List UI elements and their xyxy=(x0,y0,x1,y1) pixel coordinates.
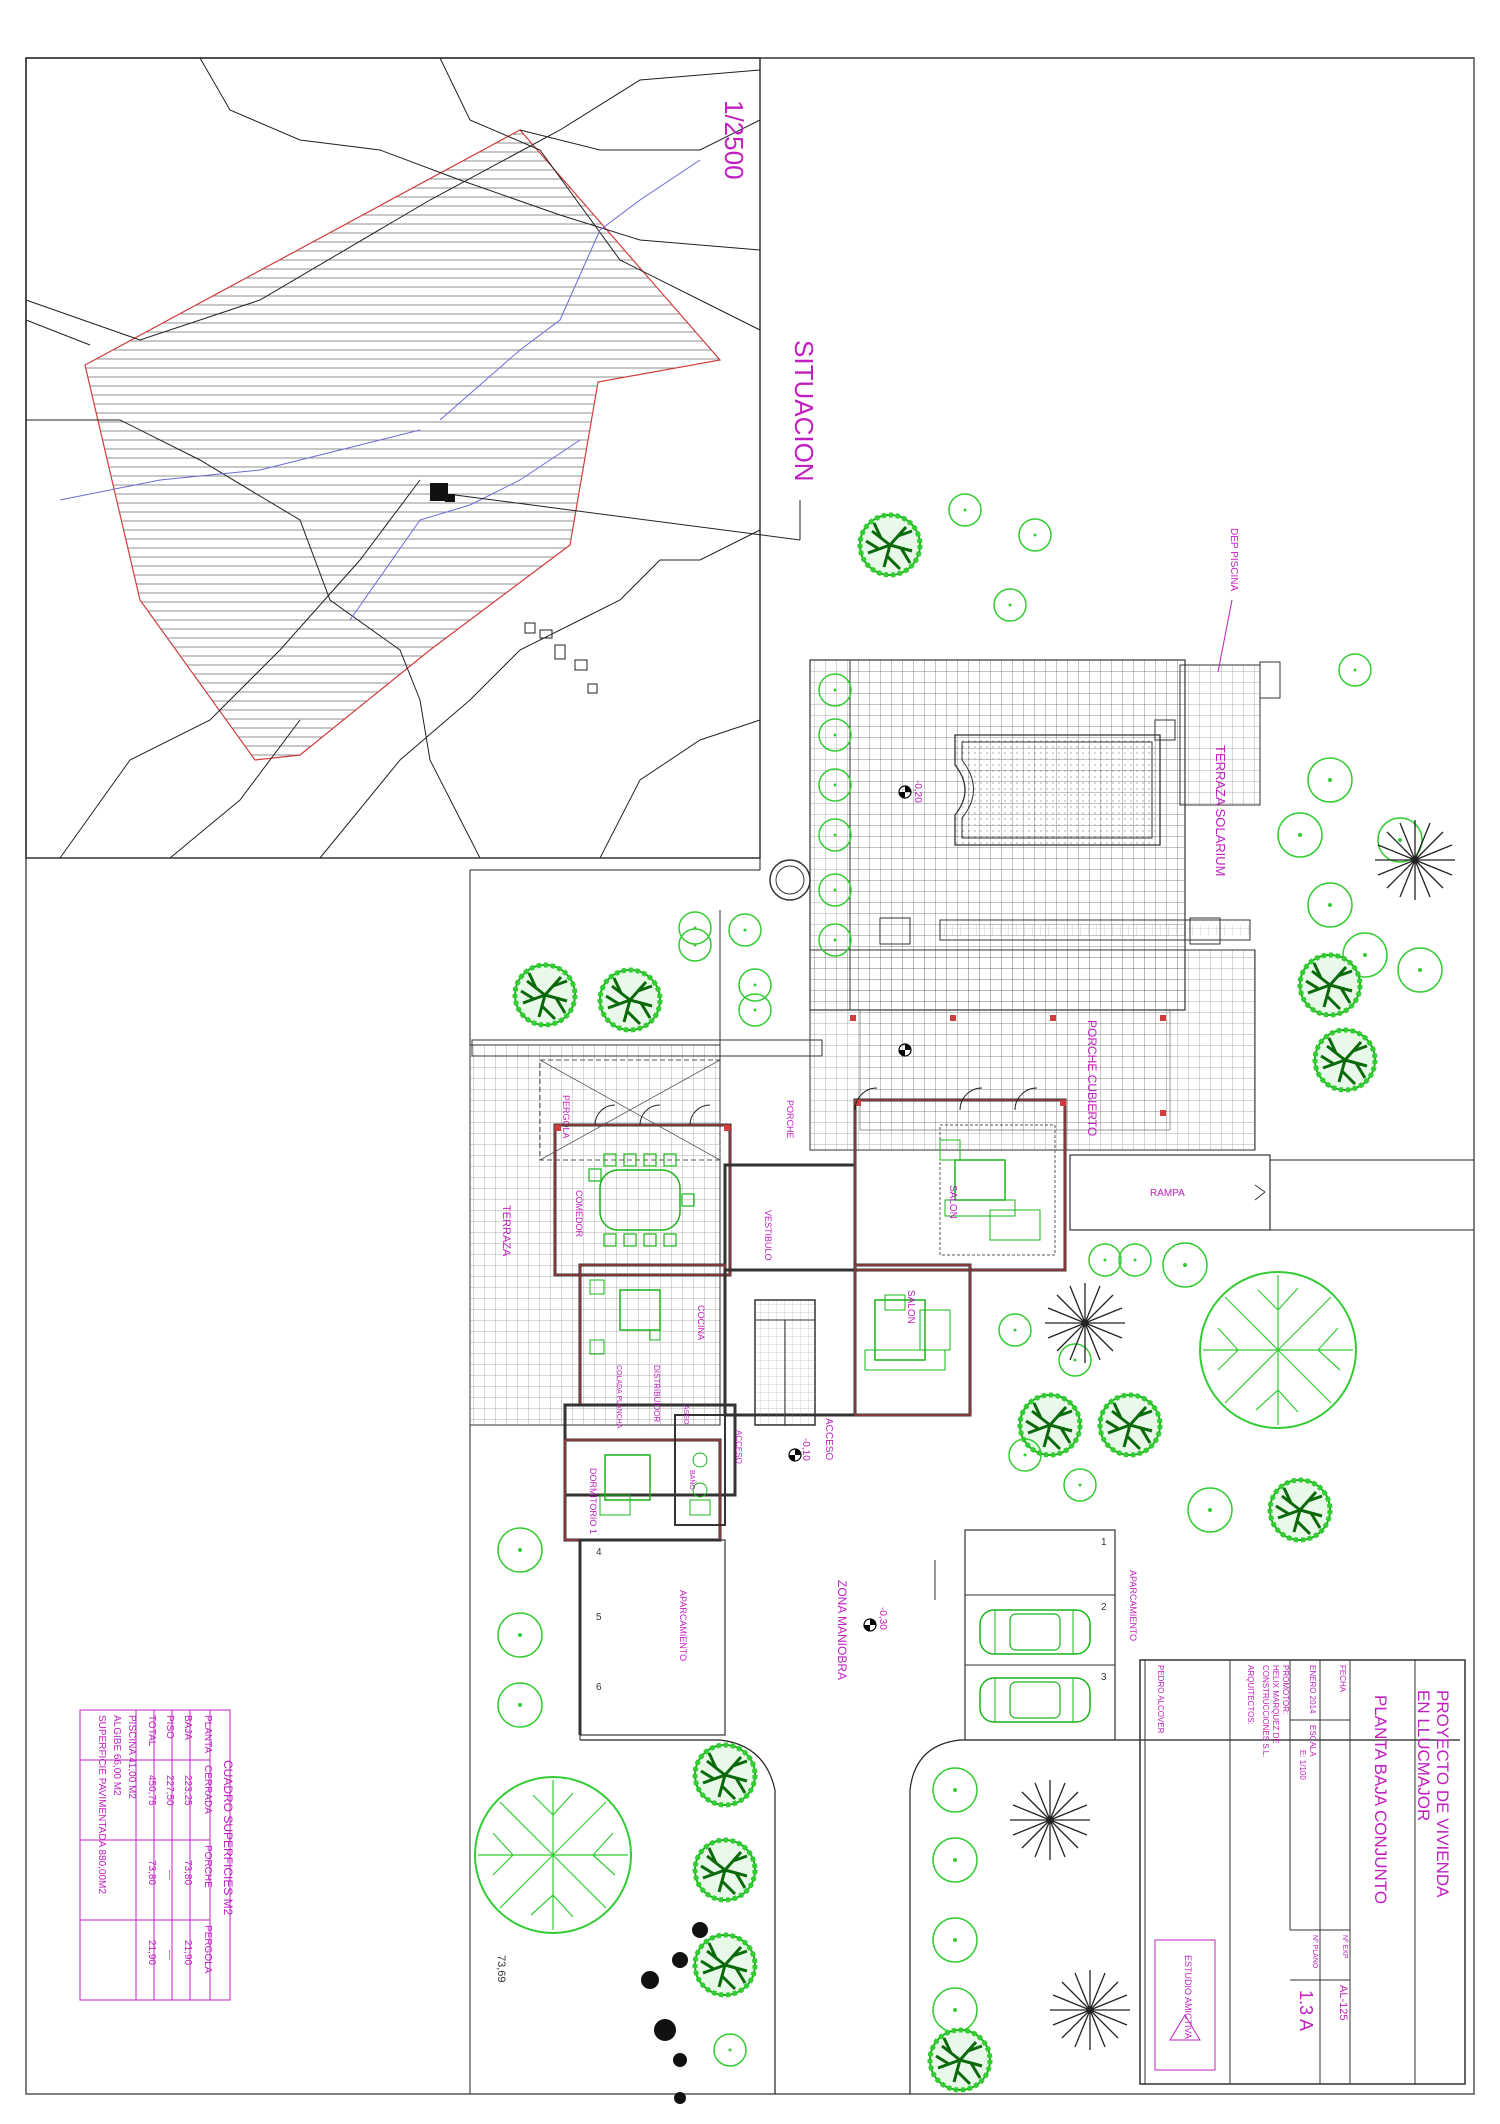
big-tree-west xyxy=(474,1776,632,1934)
fecha-label: FECHA xyxy=(1338,1665,1347,1693)
terraza-label: TERRAZA xyxy=(500,1205,512,1257)
surfaces-cell: 21,90 xyxy=(182,1940,193,1965)
room-vestibulo: VESTIBULO xyxy=(763,1210,773,1261)
surfaces-cell: — xyxy=(164,1870,175,1880)
level-acceso: -0,10 xyxy=(800,1438,811,1461)
parking-number-3: 3 xyxy=(1101,1672,1107,1683)
zona-maniobra-label: ZONA MANIOBRA xyxy=(835,1580,849,1680)
situacion-map xyxy=(25,57,801,859)
project-line-1: PROYECTO DE VIVIENDA xyxy=(1433,1690,1452,1898)
plano-value: 1.3 A xyxy=(1296,1990,1316,2031)
acceso-label: ACCESO xyxy=(734,1430,743,1464)
fecha-value: ENERO 2014 xyxy=(1308,1665,1317,1714)
surfaces-header-porche: PORCHE xyxy=(202,1845,213,1888)
surfaces-cell: BAJA xyxy=(182,1715,193,1740)
room-aseo: ASEO xyxy=(682,1405,689,1425)
plano-label: Nº PLANO xyxy=(1311,1935,1318,1969)
surfaces-header-pergola: PERGOLA xyxy=(202,1925,213,1974)
dep-piscina-label: DEP PISCINA xyxy=(1228,528,1239,591)
parking-number-5: 5 xyxy=(596,1612,602,1623)
small-palms xyxy=(641,1922,708,2104)
arquitecto-name: PEDRO ALCOVER xyxy=(1156,1665,1165,1734)
surfaces-piscina: PISCINA 41,00 M2 xyxy=(126,1715,137,1799)
parking-number-1: 1 xyxy=(1101,1537,1107,1548)
porche-cubierto-label: PORCHE CUBIERTO xyxy=(1085,1020,1099,1136)
promotor-label: PROMOTOR: xyxy=(1281,1665,1290,1714)
situacion-scale: 1/2500 xyxy=(719,100,749,180)
room-comedor: COMEDOR xyxy=(574,1190,584,1238)
surfaces-cell: PISO xyxy=(164,1715,175,1739)
surfaces-cell: 227,50 xyxy=(164,1775,175,1806)
plan-title: PLANTA BAJA CONJUNTO xyxy=(1371,1695,1390,1904)
parking-number-2: 2 xyxy=(1101,1602,1107,1613)
level-mark-pool xyxy=(898,785,912,799)
project-line-2: EN LLUCMAJOR xyxy=(1414,1690,1433,1821)
room-dormitorio: DORMITORIO 1 xyxy=(588,1468,598,1534)
parking xyxy=(578,1529,1116,1741)
aparcamiento-2-label: APARCAMIENTO xyxy=(1128,1570,1138,1641)
spot-level: 73,69 xyxy=(495,1955,507,1983)
escala-label: ESCALA xyxy=(1308,1725,1317,1757)
porche-label: PORCHE xyxy=(785,1100,795,1139)
room-cocina: COCINA xyxy=(696,1305,706,1340)
surfaces-pavimentada: SUPERFICIE PAVIMENTADA 880,00M2 xyxy=(96,1715,107,1894)
terraza-solarium-label: TERRAZA SOLARIUM xyxy=(1213,745,1228,876)
surfaces-cell: 73,80 xyxy=(182,1860,193,1885)
acceso-2-label: ACCESO xyxy=(823,1418,834,1460)
surfaces-title: CUADRO SUPERFICIES M2 xyxy=(221,1760,235,1916)
promotor-line-2: CONSTRUCCIONES S.L. xyxy=(1261,1665,1270,1757)
exp-value: AL-125 xyxy=(1337,1985,1349,2020)
surfaces-cell: 223,25 xyxy=(182,1775,193,1806)
big-tree-east xyxy=(1199,1271,1357,1429)
pool-terrace xyxy=(809,659,1281,1151)
title-block: ESTUDIO AMICTIVA xyxy=(1139,1659,1466,2085)
rampa xyxy=(1069,1154,1271,1231)
room-bano: BAÑO xyxy=(688,1470,697,1490)
surfaces-aljibe: ALGIBE 66,00 M2 xyxy=(111,1715,122,1796)
parking-number-4: 4 xyxy=(596,1547,602,1558)
exp-label: Nº EXP xyxy=(1341,1935,1348,1959)
escala-value: E: 1/100 xyxy=(1298,1750,1307,1780)
situacion-title: SITUACION xyxy=(789,340,819,482)
house-plan xyxy=(553,1015,1166,1542)
level-mark-maniobra xyxy=(863,1618,877,1632)
rampa-label: RAMPA xyxy=(1150,1188,1185,1199)
surfaces-cell: — xyxy=(164,1950,175,1960)
surfaces-header-planta: PLANTA xyxy=(202,1715,213,1753)
promotor-line-1: HELIX MARQUEZ DE xyxy=(1271,1665,1280,1744)
arquitectos-label: ARQUITECTOS: xyxy=(1246,1665,1255,1725)
surfaces-cell: 21,90 xyxy=(146,1940,157,1965)
level-maniobra: -0,30 xyxy=(877,1607,888,1630)
terraza-west xyxy=(469,910,823,1426)
surfaces-table xyxy=(79,1709,231,2001)
parking-number-6: 6 xyxy=(596,1682,602,1693)
level-mark-porche xyxy=(898,1043,912,1057)
level-pool: -0,20 xyxy=(912,780,923,803)
surfaces-cell: 450,75 xyxy=(146,1775,157,1806)
room-distribuidor: DISTRIBUIDOR xyxy=(652,1365,661,1423)
roundabout xyxy=(769,859,811,901)
surfaces-header-cerrada: CERRADA xyxy=(202,1765,213,1814)
room-plancha: COLADA PLANCHA xyxy=(615,1365,622,1429)
aparcamiento-label: APARCAMIENTO xyxy=(678,1590,688,1661)
level-mark-acceso xyxy=(788,1448,802,1462)
studio-logo-text: ESTUDIO AMICTIVA xyxy=(1183,1955,1193,2039)
pergola-label: PERGOLA xyxy=(561,1095,571,1139)
room-salon-1: SALON xyxy=(947,1185,958,1219)
room-salon-2: SALON xyxy=(905,1290,916,1324)
surfaces-cell: TOTAL xyxy=(146,1715,157,1747)
surfaces-cell: 73,80 xyxy=(146,1860,157,1885)
